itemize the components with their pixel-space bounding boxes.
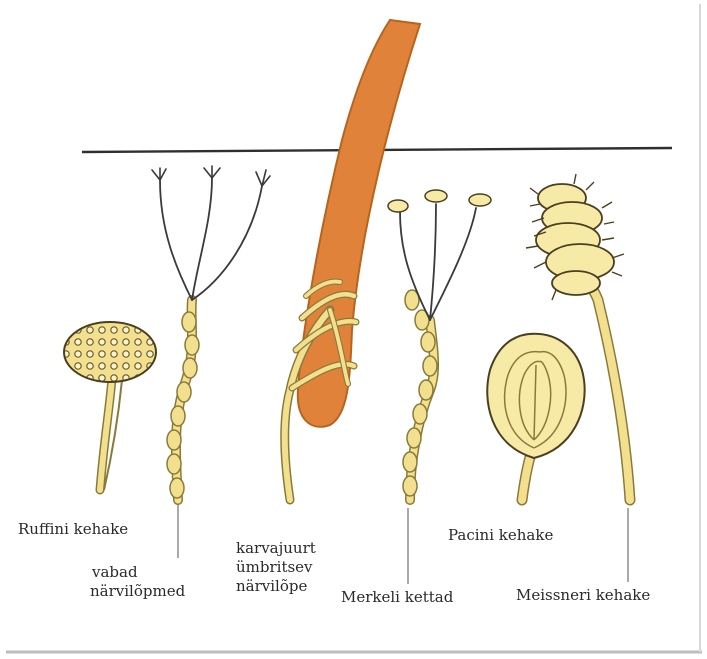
label-free-nerve-endings: vabad närvilõpmed bbox=[90, 563, 185, 601]
label-line: vabad bbox=[90, 563, 185, 582]
label-line: närvilõpmed bbox=[90, 582, 185, 601]
label-line: ümbritsev bbox=[236, 558, 316, 577]
label-ruffini-corpuscle: Ruffini kehake bbox=[18, 520, 128, 539]
pacini-corpuscle bbox=[487, 334, 584, 500]
hair-root bbox=[285, 20, 420, 500]
ruffini-corpuscle bbox=[64, 322, 156, 490]
label-meissner-corpuscle: Meissneri kehake bbox=[516, 586, 650, 605]
label-pacini-corpuscle: Pacini kehake bbox=[448, 526, 553, 545]
label-merkel-discs: Merkeli kettad bbox=[341, 588, 453, 607]
label-hair-root-nerve: karvajuurt ümbritsev närvilõpe bbox=[236, 539, 316, 596]
label-line: karvajuurt bbox=[236, 539, 316, 558]
merkel-discs bbox=[388, 190, 491, 500]
free-nerve-endings bbox=[152, 166, 270, 500]
label-line: närvilõpe bbox=[236, 577, 316, 596]
